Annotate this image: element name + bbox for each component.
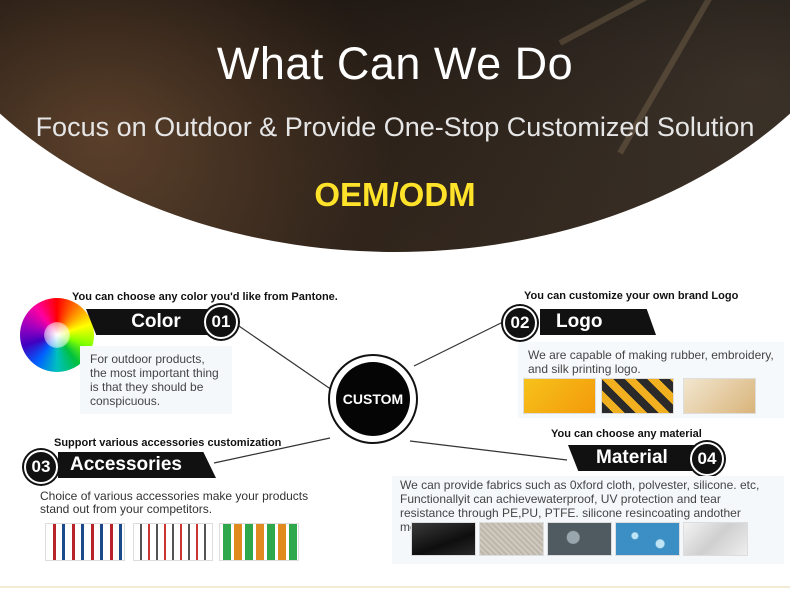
connector-accessories <box>213 437 331 464</box>
logo-sample-image <box>523 378 596 414</box>
fabric-sample-image <box>479 522 544 556</box>
zipper-sample-image <box>45 523 125 561</box>
accessories-caption: Support various accessories customizatio… <box>54 437 282 449</box>
fabric-sample-image <box>547 522 612 556</box>
hero-subtitle: Focus on Outdoor & Provide One-Stop Cust… <box>35 112 755 142</box>
logo-caption: You can customize your own brand Logo <box>524 290 739 302</box>
logo-title: Logo <box>540 309 656 335</box>
connector-color <box>235 323 333 391</box>
color-caption: You can choose any color you'd like from… <box>72 291 338 303</box>
material-number-badge: 04 <box>690 442 724 476</box>
cord-sample-image <box>219 523 299 561</box>
divider <box>0 586 790 588</box>
material-caption: You can choose any material <box>551 428 702 440</box>
color-description: For outdoor products, the most important… <box>80 346 232 414</box>
accessories-title: Accessories <box>58 452 216 478</box>
logo-sample-image <box>601 378 674 414</box>
fabric-sample-image <box>683 522 748 556</box>
puller-sample-image <box>133 523 213 561</box>
color-number-badge: 01 <box>204 305 238 339</box>
color-title: Color <box>86 309 214 335</box>
connector-logo <box>413 321 504 367</box>
fabric-sample-image <box>411 522 476 556</box>
hero-banner: What Can We Do Focus on Outdoor & Provid… <box>0 0 790 252</box>
custom-center-circle: CUSTOM <box>328 354 418 444</box>
connector-material <box>409 440 568 461</box>
accessories-description: Choice of various accessories make your … <box>40 489 309 516</box>
hero-title: What Can We Do <box>216 38 574 89</box>
logo-sample-image <box>683 378 756 414</box>
fabric-sample-image <box>615 522 680 556</box>
logo-number-badge: 02 <box>503 306 537 340</box>
hero-tagline: OEM/ODM <box>314 176 476 213</box>
custom-label: CUSTOM <box>336 362 410 436</box>
material-title: Material <box>568 445 696 471</box>
accessories-number-badge: 03 <box>24 450 58 484</box>
